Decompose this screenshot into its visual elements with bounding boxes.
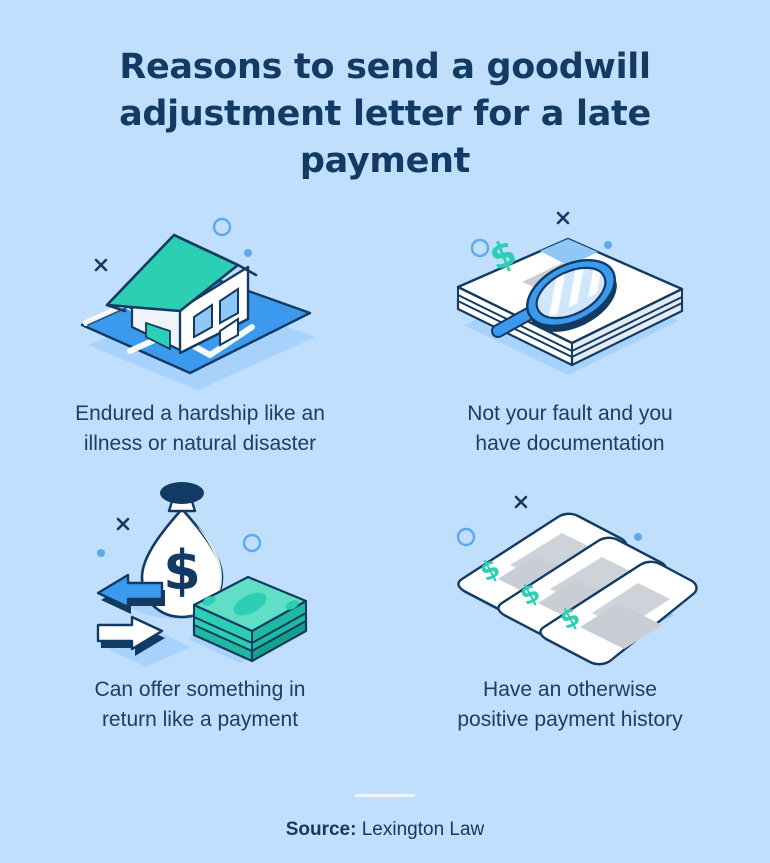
caption-line-2: have documentation — [475, 432, 665, 455]
decor-x-icon — [556, 211, 570, 225]
decor-circle-icon — [456, 527, 476, 547]
caption-line-1: Not your fault and you — [467, 402, 673, 425]
source-attribution: Source: Lexington Law — [286, 819, 485, 841]
reason-caption-offer-return: Can offer something in return like a pay… — [50, 675, 350, 735]
caption-line-2: positive payment history — [457, 708, 683, 731]
page-title: Reasons to send a goodwill adjustment le… — [35, 44, 735, 185]
decor-dot-icon — [604, 241, 612, 249]
money-bag-exchange-illustration: $ — [70, 481, 330, 671]
reason-item-not-your-fault: $ — [385, 205, 755, 459]
decor-circle-icon — [470, 238, 490, 258]
source-label: Source: — [285, 819, 357, 840]
flooded-house-illustration — [70, 205, 330, 395]
caption-line-2: return like a payment — [101, 708, 299, 731]
reasons-grid: Endured a hardship like an illness or na… — [15, 205, 755, 735]
cash-stack-icon — [192, 575, 308, 663]
footer-divider — [355, 794, 415, 797]
reason-item-positive-history: $ $ $ — [385, 481, 755, 735]
reason-caption-positive-history: Have an otherwise positive payment histo… — [420, 675, 720, 735]
source-name: Lexington Law — [361, 819, 485, 840]
caption-line-1: Can offer something in — [94, 678, 306, 701]
decor-circle-icon — [242, 533, 262, 553]
check-item: $ — [539, 560, 698, 666]
reason-caption-not-your-fault: Not your fault and you have documentatio… — [420, 399, 720, 459]
decor-dot-icon — [634, 533, 642, 541]
caption-line-1: Endured a hardship like an — [75, 402, 325, 425]
decor-x-icon — [514, 495, 528, 509]
reason-caption-hardship: Endured a hardship like an illness or na… — [50, 399, 350, 459]
page-title-line-2: adjustment letter for a late payment — [119, 94, 651, 181]
decor-circle-icon — [212, 217, 232, 237]
decor-dot-icon — [97, 549, 105, 557]
reason-item-offer-return: $ — [15, 481, 385, 735]
reason-item-hardship: Endured a hardship like an illness or na… — [15, 205, 385, 459]
documents-magnifier-illustration: $ — [440, 205, 700, 395]
decor-x-icon — [94, 258, 108, 272]
dollar-sign-icon: $ — [163, 539, 201, 602]
caption-line-1: Have an otherwise — [483, 678, 657, 701]
exchange-arrow-down-icon — [96, 615, 165, 656]
exchange-arrow-up-icon — [96, 573, 165, 614]
caption-line-2: illness or natural disaster — [83, 432, 317, 455]
decor-dot-icon — [244, 249, 252, 257]
footer: Source: Lexington Law — [0, 794, 770, 841]
decor-x-icon — [116, 517, 130, 531]
checks-stack-illustration: $ $ $ — [440, 481, 700, 671]
page-title-line-1: Reasons to send a goodwill — [119, 47, 651, 87]
